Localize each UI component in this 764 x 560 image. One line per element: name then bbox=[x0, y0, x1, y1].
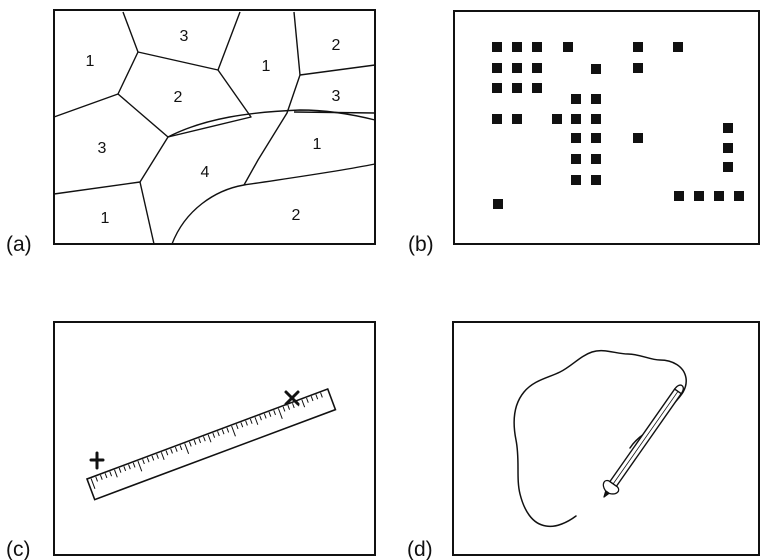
raster-cell bbox=[552, 114, 562, 124]
ruler-icon bbox=[87, 389, 335, 500]
raster-cell bbox=[633, 133, 643, 143]
raster-cell bbox=[563, 42, 573, 52]
raster-cell bbox=[532, 63, 542, 73]
region-label: 2 bbox=[174, 89, 183, 106]
region-label: 3 bbox=[180, 28, 189, 45]
raster-cell bbox=[571, 154, 581, 164]
raster-cell bbox=[633, 63, 643, 73]
region-label: 1 bbox=[262, 58, 271, 75]
panel-a: 1 3 1 2 2 3 3 1 4 1 2 (a) bbox=[6, 10, 375, 256]
raster-cell bbox=[512, 42, 522, 52]
raster-cell bbox=[492, 114, 502, 124]
raster-cell bbox=[492, 63, 502, 73]
region-label: 1 bbox=[313, 136, 322, 153]
panel-c: (c) bbox=[6, 322, 375, 560]
panel-b: (b) bbox=[408, 11, 759, 256]
region-label: 1 bbox=[86, 53, 95, 70]
raster-cell bbox=[532, 42, 542, 52]
region-label: 3 bbox=[332, 88, 341, 105]
raster-cell bbox=[723, 143, 733, 153]
region-label: 3 bbox=[98, 140, 107, 157]
raster-cell bbox=[723, 123, 733, 133]
raster-cell bbox=[512, 114, 522, 124]
raster-cell bbox=[571, 94, 581, 104]
raster-cell bbox=[591, 133, 601, 143]
raster-cell bbox=[591, 114, 601, 124]
raster-cell bbox=[512, 83, 522, 93]
raster-cell bbox=[591, 94, 601, 104]
raster-cell bbox=[493, 199, 503, 209]
panel-a-label: (a) bbox=[6, 233, 32, 256]
raster-cell bbox=[591, 175, 601, 185]
panel-a-region-labels: 1 3 1 2 2 3 3 1 4 1 2 bbox=[86, 28, 341, 227]
region-label: 4 bbox=[201, 164, 210, 181]
raster-cell bbox=[571, 114, 581, 124]
panel-a-frame bbox=[54, 10, 375, 244]
panel-b-cells bbox=[492, 42, 744, 209]
region-label: 2 bbox=[332, 37, 341, 54]
raster-cell bbox=[571, 175, 581, 185]
start-point-marker-icon bbox=[91, 453, 103, 468]
raster-cell bbox=[571, 133, 581, 143]
raster-cell bbox=[723, 162, 733, 172]
panel-d-label: (d) bbox=[407, 538, 433, 560]
raster-cell bbox=[591, 64, 601, 74]
raster-cell bbox=[532, 83, 542, 93]
panel-c-label: (c) bbox=[6, 538, 31, 560]
raster-cell bbox=[734, 191, 744, 201]
panel-d-frame bbox=[453, 322, 759, 555]
raster-cell bbox=[492, 42, 502, 52]
region-label: 2 bbox=[292, 207, 301, 224]
traced-boundary bbox=[514, 351, 686, 527]
raster-cell bbox=[492, 83, 502, 93]
pen-icon bbox=[597, 381, 689, 502]
raster-cell bbox=[633, 42, 643, 52]
raster-cell bbox=[694, 191, 704, 201]
raster-cell bbox=[674, 191, 684, 201]
raster-cell bbox=[673, 42, 683, 52]
region-label: 1 bbox=[101, 210, 110, 227]
raster-cell bbox=[714, 191, 724, 201]
raster-cell bbox=[512, 63, 522, 73]
raster-cell bbox=[591, 154, 601, 164]
panel-d: (d) bbox=[407, 322, 759, 560]
panel-b-label: (b) bbox=[408, 233, 434, 256]
